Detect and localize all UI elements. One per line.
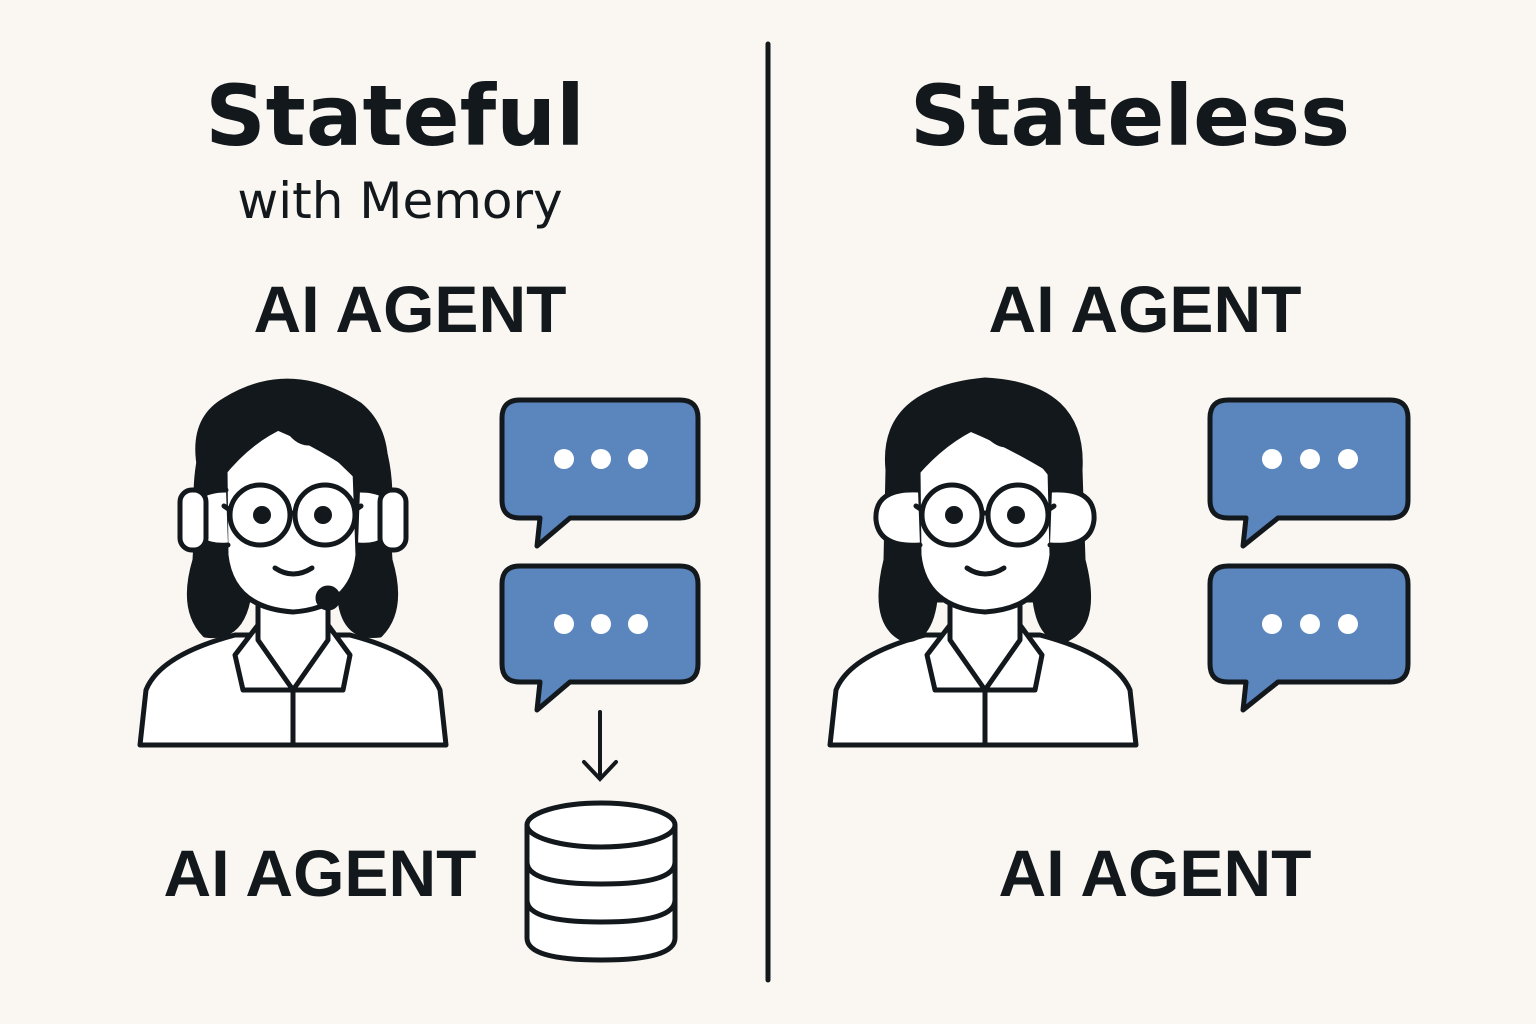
left-top-label: AI AGENT — [253, 272, 567, 346]
headset-mic — [315, 585, 341, 611]
right-agent-ear-right — [1047, 487, 1097, 548]
headset-earcup-left — [177, 487, 209, 553]
left-agent-eye-right — [314, 506, 332, 524]
left-agent-eye-left — [253, 506, 271, 524]
left-speech-bubble-2 — [499, 563, 701, 713]
headset-earcup-right — [377, 487, 409, 553]
left-agent-smile — [272, 565, 315, 577]
right-bottom-label: AI AGENT — [998, 836, 1312, 910]
right-agent-eye-left — [945, 506, 963, 524]
right-agent-eye-right — [1007, 506, 1025, 524]
right-agent-ear-left — [873, 487, 923, 548]
headset-mic-boom — [337, 542, 383, 601]
right-speech-bubble-2 — [1207, 563, 1411, 713]
right-agent-smile — [964, 565, 1007, 577]
right-top-label: AI AGENT — [988, 272, 1302, 346]
right-agent-avatar — [827, 377, 1139, 748]
left-bottom-label: AI AGENT — [163, 836, 477, 910]
headset-band — [193, 382, 393, 503]
left-agent-avatar — [137, 378, 449, 748]
right-panel-title: Stateless — [909, 67, 1351, 165]
left-speech-bubble-1 — [499, 397, 701, 549]
right-speech-bubble-1 — [1207, 397, 1411, 549]
left-agent-collar — [232, 622, 296, 693]
database-icon — [524, 800, 678, 963]
left-panel-subtitle: with Memory — [237, 172, 563, 230]
down-arrow-icon — [582, 710, 618, 782]
left-panel-title: Stateful — [205, 67, 585, 165]
